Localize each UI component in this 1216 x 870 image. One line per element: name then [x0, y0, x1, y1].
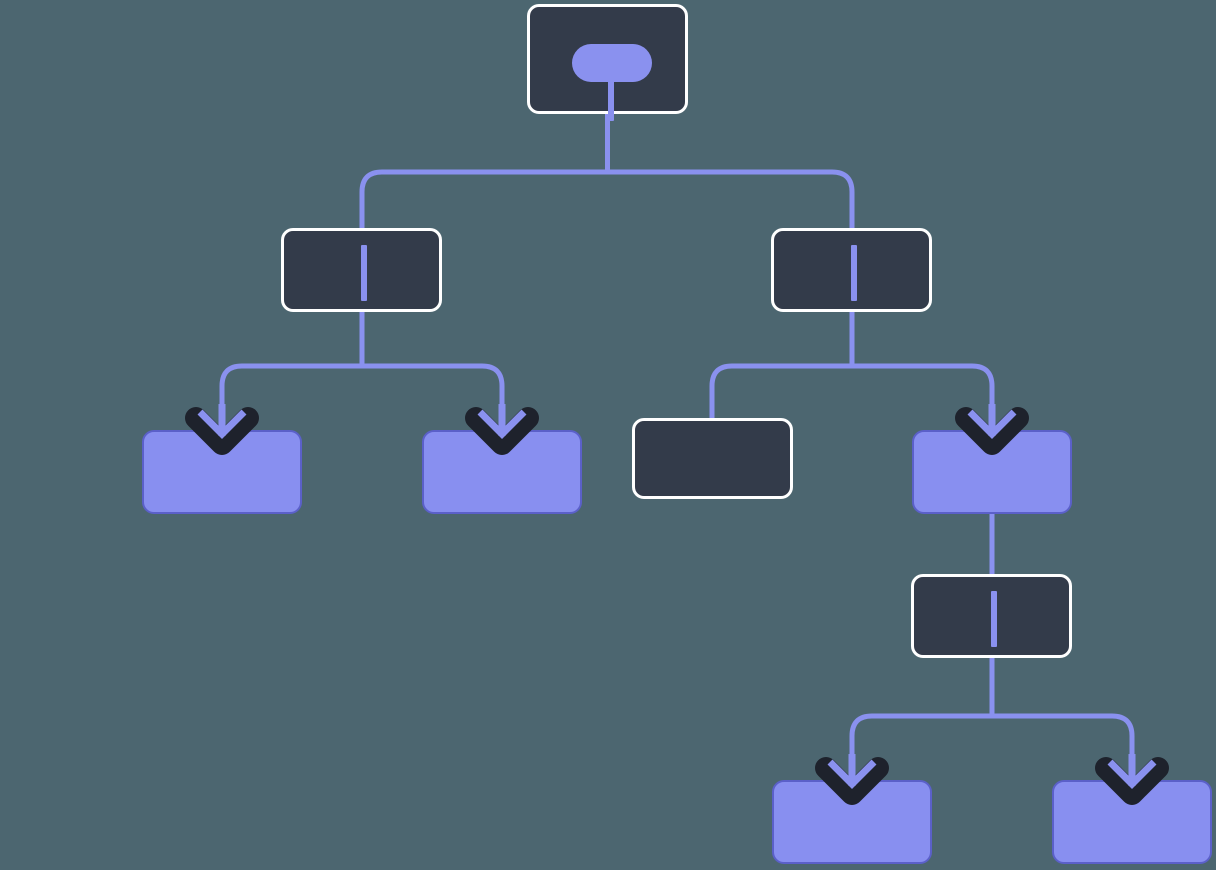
- pass-through-line: [991, 591, 997, 647]
- root-pill-icon: [572, 44, 652, 82]
- edge-branch-right-to-node-4: [852, 363, 995, 444]
- node-leaf-3[interactable]: [632, 418, 793, 499]
- root-stem-line: [608, 81, 614, 121]
- edge-branch-left-to-leaf-1: [219, 312, 365, 444]
- edge-branch-5-to-leaf-6: [849, 658, 995, 794]
- node-leaf-5[interactable]: [1052, 780, 1212, 864]
- edge-branch-5-to-leaf-7: [992, 713, 1135, 794]
- node-leaf-2[interactable]: [422, 430, 582, 514]
- edge-branch-right-to-leaf-3: [709, 312, 855, 420]
- edge-root-to-branch-right: [607, 169, 855, 312]
- node-branch-deep[interactable]: [911, 574, 1072, 658]
- node-leaf-1[interactable]: [142, 430, 302, 514]
- pass-through-line: [361, 245, 367, 301]
- node-root[interactable]: [527, 4, 688, 121]
- edge-root-to-branch-left: [359, 169, 608, 312]
- pass-through-line: [851, 245, 857, 301]
- node-branch-right[interactable]: [771, 228, 932, 312]
- node-leaf-4[interactable]: [772, 780, 932, 864]
- edge-branch-left-to-leaf-2: [362, 363, 505, 444]
- node-branch-mid-right[interactable]: [912, 430, 1072, 514]
- node-branch-left[interactable]: [281, 228, 442, 312]
